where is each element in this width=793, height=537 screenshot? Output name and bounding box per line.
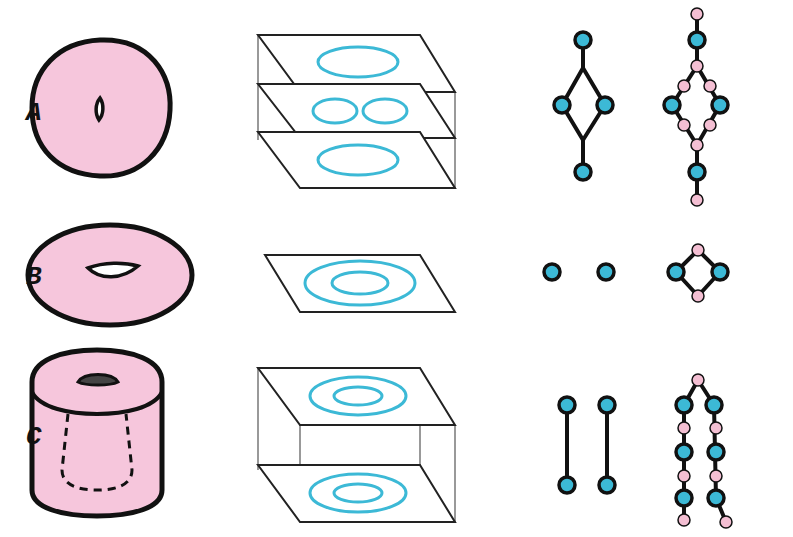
pink-vertex [678,80,690,92]
torus-a-part [96,98,103,120]
slices-a-part [454,92,456,188]
slice-b-part [332,272,388,294]
torus-a-part [32,40,170,176]
slices-a-part [318,145,398,175]
slices-c [258,368,455,522]
pink-vertex [691,139,703,151]
torus-b [28,225,192,325]
slices-a-part [313,99,357,123]
torus-c-part [32,350,162,516]
pink-vertex [678,422,690,434]
graph-edge [605,405,609,485]
pink-vertex [692,244,704,256]
slices-c-part [310,377,406,415]
cyan-vertex [712,97,728,113]
cyan-vertex [676,444,692,460]
pink-vertex [692,374,704,386]
graph-0 [554,32,613,180]
pink-vertex [704,119,716,131]
graph-4 [559,397,615,493]
cyan-vertex [676,397,692,413]
cyan-vertex [706,397,722,413]
pink-vertex [678,470,690,482]
slices-a-part [258,132,455,188]
slice-b-part [305,261,415,305]
torus-c [32,350,162,516]
cyan-vertex [559,477,575,493]
slices-a-part [258,84,455,138]
cyan-vertex [712,264,728,280]
graph-3 [668,244,728,302]
cyan-vertex [668,264,684,280]
cyan-vertex [708,444,724,460]
slices-c-part [258,368,455,425]
cyan-vertex [689,164,705,180]
slices-c-part [310,474,406,512]
cyan-vertex [598,264,614,280]
slices-a-part [363,99,407,123]
cyan-vertex [708,490,724,506]
cyan-vertex [554,97,570,113]
slices-a-part [257,35,259,140]
slices-a-part [318,47,398,77]
pink-vertex [692,290,704,302]
row-label: A [26,100,42,126]
cyan-vertex [689,32,705,48]
torus-c-part [32,392,162,414]
pink-vertex [678,119,690,131]
pink-vertex [720,516,732,528]
torus-c-part [62,414,132,490]
cyan-vertex [664,97,680,113]
cyan-vertex [599,397,615,413]
slices-c-part [334,484,382,502]
row-label: B [26,264,42,290]
row-label: C [26,424,42,450]
pink-vertex [678,514,690,526]
torus-a [32,40,170,176]
slices-a [258,35,455,188]
torus-c-part [78,375,118,386]
torus-b-part [28,225,192,325]
cyan-vertex [575,164,591,180]
cyan-vertex [597,97,613,113]
graphs [544,8,732,528]
cyan-vertex [575,32,591,48]
pink-vertex [704,80,716,92]
slices-c-part [454,425,456,522]
slice-b [265,255,455,312]
graph-5 [676,374,732,528]
graph-edge [565,405,569,485]
slices-c-part [334,387,382,405]
pink-vertex [691,194,703,206]
slice-b-part [265,255,455,312]
slices-c-part [257,368,259,470]
cyan-vertex [676,490,692,506]
cyan-vertex [544,264,560,280]
cyan-vertex [599,477,615,493]
pink-vertex [691,8,703,20]
graph-2 [544,264,614,280]
graph-1 [664,8,728,206]
torus-b-part [88,263,138,277]
pink-vertex [691,60,703,72]
cyan-vertex [559,397,575,413]
pink-vertex [710,422,722,434]
pink-vertex [710,470,722,482]
slices-c-part [258,465,455,522]
